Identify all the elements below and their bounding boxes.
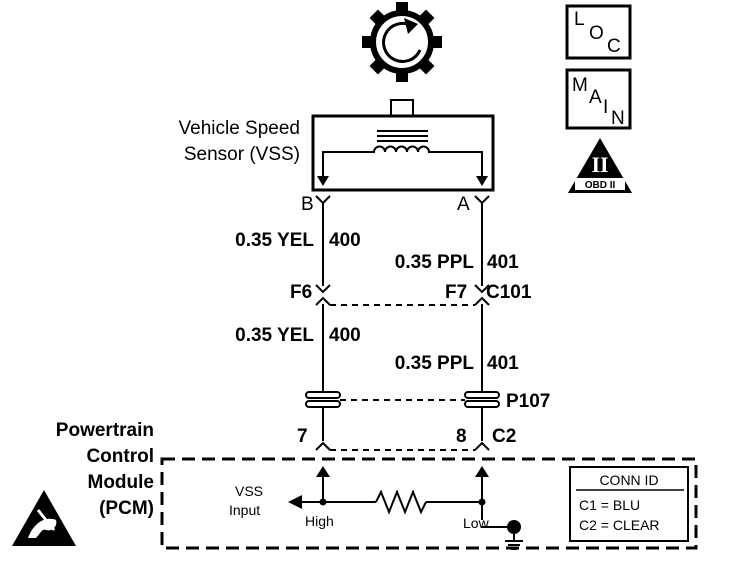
wire-400-upper-circuit: 400: [329, 230, 361, 251]
conn-id-title: CONN ID: [599, 472, 658, 488]
vss-input-line1: VSS: [235, 483, 263, 499]
c101-right-pin: F7: [445, 282, 467, 303]
high-input-arrow: [316, 466, 330, 477]
low-label: Low: [463, 515, 490, 531]
wire-400-upper-color: 0.35 YEL: [235, 230, 314, 251]
main-letter-m: M: [572, 75, 588, 96]
low-input-arrow: [475, 466, 489, 477]
conn-id-c1: C1 = BLU: [579, 497, 640, 513]
c101-left-pin: F6: [290, 282, 312, 303]
connector-c2: [315, 441, 490, 451]
loc-letter-l: L: [574, 9, 585, 30]
wire-400-lower-circuit: 400: [329, 325, 361, 346]
c2-left-pin: 7: [297, 426, 308, 447]
pull-resistor: [375, 489, 427, 515]
sensor-name-line2: Sensor (VSS): [184, 144, 300, 165]
terminal-a: [474, 195, 490, 205]
conn-id-c2: C2 = CLEAR: [579, 517, 660, 533]
loc-badge-icon: L O C: [565, 4, 632, 60]
sensor-name-line1: Vehicle Speed: [179, 118, 301, 139]
terminal-b: [315, 195, 331, 205]
main-letter-i: I: [603, 97, 608, 118]
pcm-name-line1: Powertrain: [56, 420, 154, 441]
main-letter-n: N: [611, 108, 625, 129]
vss-input-line2: Input: [229, 502, 260, 518]
main-badge-icon: M A I N: [565, 68, 632, 130]
loc-letter-o: O: [589, 23, 604, 44]
loc-letter-c: C: [607, 36, 621, 57]
obd-ii-badge-icon: II OBD II: [568, 138, 632, 193]
wire-401-lower-circuit: 401: [487, 353, 519, 374]
rotor-gear-icon: [362, 2, 442, 117]
pin-b-label: B: [301, 194, 314, 215]
c2-name: C2: [492, 426, 516, 447]
vss-input-arrow: [288, 495, 302, 509]
obd-text: OBD II: [585, 180, 616, 191]
vss-sensor-body: [311, 114, 495, 192]
connector-p107: [305, 391, 500, 408]
connector-c101: [315, 284, 490, 306]
pcm-name-line4: (PCM): [99, 498, 154, 519]
wire-401-upper-color: 0.35 PPL: [395, 252, 475, 273]
pcm-name-line3: Module: [88, 472, 155, 493]
wire-401-lower-color: 0.35 PPL: [395, 353, 475, 374]
c2-right-pin: 8: [456, 426, 467, 447]
conn-id-box: [569, 466, 689, 542]
wire-401-upper-circuit: 401: [487, 252, 519, 273]
c101-name: C101: [486, 282, 532, 303]
ground-icon: [505, 534, 523, 550]
esd-warning-icon: [12, 490, 76, 546]
wire-400-lower-color: 0.35 YEL: [235, 325, 314, 346]
p107-name: P107: [506, 391, 550, 412]
obd-numeral: II: [591, 152, 608, 177]
pcm-module-box: [160, 457, 698, 550]
main-letter-a: A: [589, 87, 602, 108]
pin-a-label: A: [457, 194, 470, 215]
sensor-coil-icon: [322, 145, 483, 183]
pcm-name-line2: Control: [86, 446, 154, 467]
high-label: High: [305, 513, 334, 529]
